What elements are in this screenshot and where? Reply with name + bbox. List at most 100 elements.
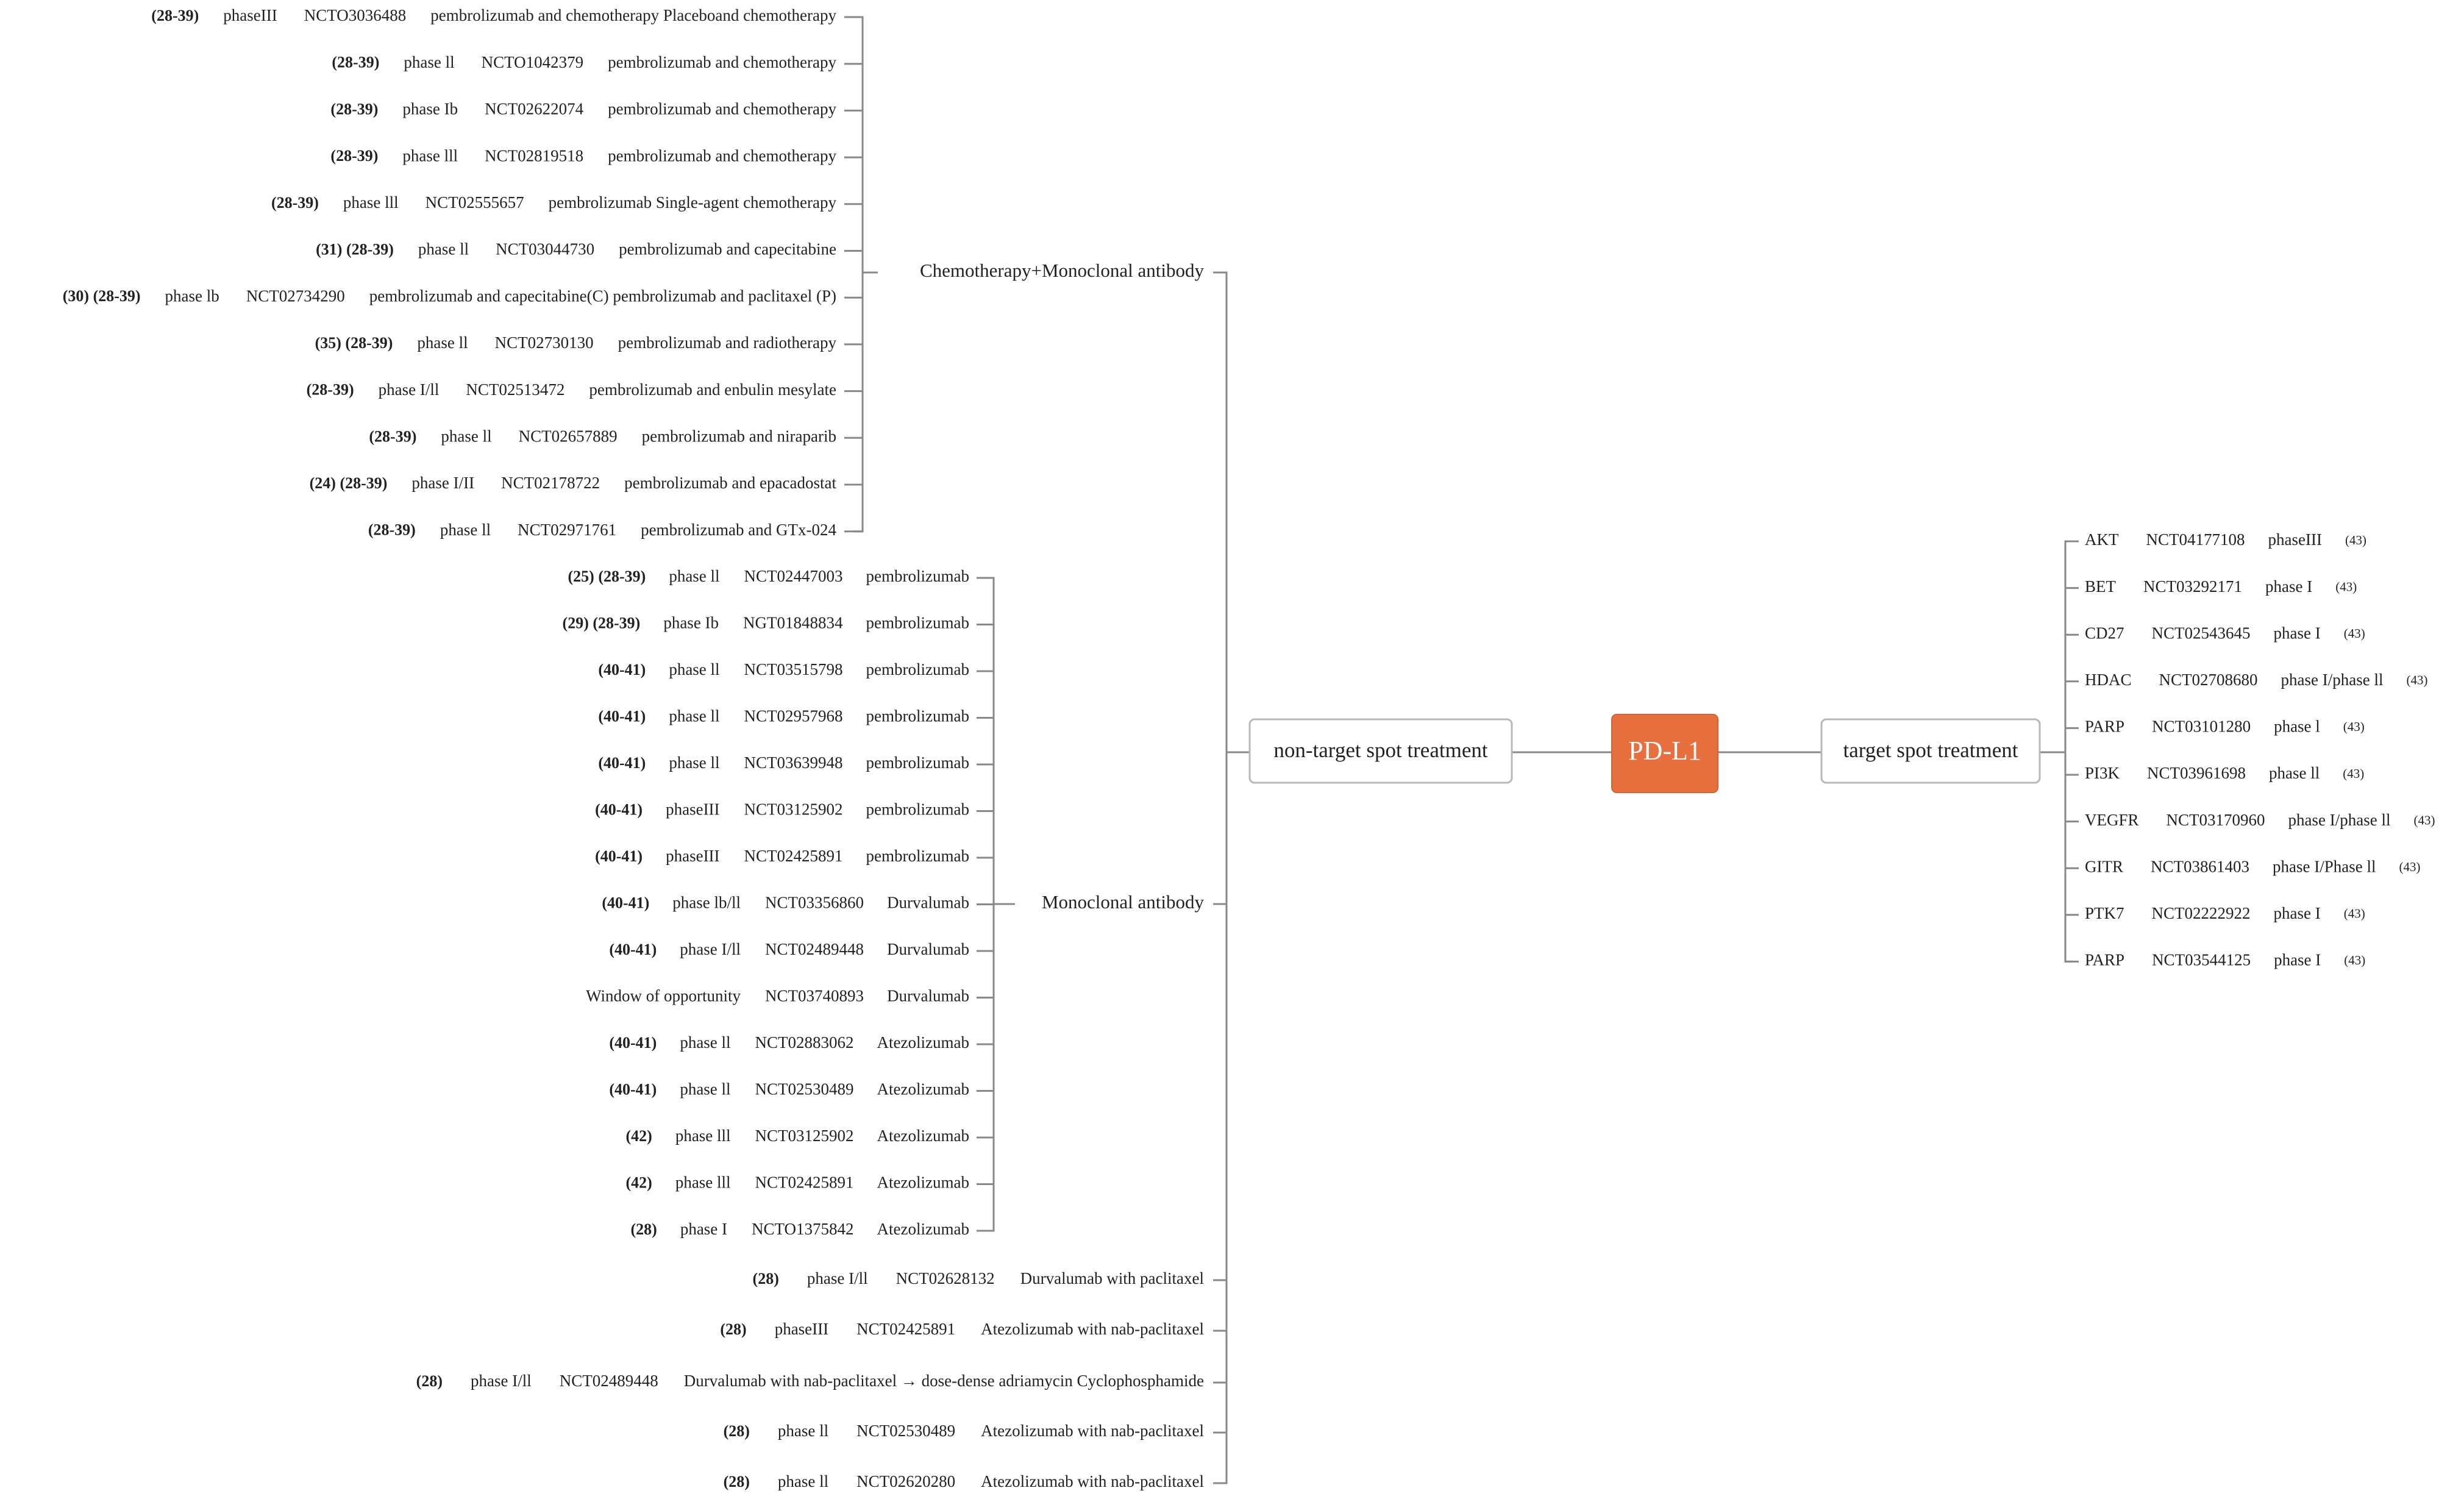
- direct-leaf-row[interactable]: Durvalumab with paclitaxelNCT02628132pha…: [753, 1269, 1204, 1287]
- leaf-phase: phaseIII: [666, 800, 719, 819]
- direct-leaf-row[interactable]: Atezolizumab with nab-paclitaxelNCT02530…: [724, 1422, 1204, 1440]
- leaf-ref: (25) (28-39): [568, 568, 646, 585]
- leaf-phase: phase Ib: [663, 614, 719, 632]
- chemo-leaf-row[interactable]: pembrolizumab and radiotherapyNCT0273013…: [315, 333, 837, 352]
- leaf-ref: (40-41): [598, 661, 646, 678]
- chemo-leaf-row[interactable]: pembrolizumab and GTx-024NCT02971761phas…: [368, 521, 837, 539]
- leaf-nct: NCT02530489: [856, 1422, 955, 1440]
- target-leaf-nct: NCT02543645: [2152, 624, 2251, 642]
- leaf-drug: pembrolizumab: [866, 660, 969, 678]
- leaf-phase: phase ll: [680, 1033, 730, 1052]
- leaf-drug: Durvalumab: [887, 987, 969, 1005]
- non-target-node[interactable]: non-target spot treatment: [1248, 718, 1513, 784]
- chemo-leaf-row[interactable]: pembrolizumab and chemotherapyNCTO104237…: [332, 53, 836, 71]
- leaf-nct: NCT03515798: [744, 660, 843, 678]
- target-leaf-phase: phase l: [2274, 717, 2320, 736]
- leaf-drug: pembrolizumab and epacadostat: [624, 474, 836, 492]
- leaf-phase: phase ll: [680, 1080, 730, 1098]
- branch-monoclonal[interactable]: Monoclonal antibody: [1042, 891, 1205, 913]
- direct-leaf-row[interactable]: Atezolizumab with nab-paclitaxelNCT02620…: [724, 1472, 1204, 1490]
- target-leaf-nct: NCT02222922: [2152, 904, 2251, 922]
- leaf-ref: (28-39): [332, 54, 379, 71]
- leaf-phase: phase ll: [669, 707, 719, 725]
- direct-leaf-row[interactable]: Atezolizumab with nab-paclitaxel NCT02425…: [720, 1320, 1204, 1338]
- leaf-ref: (40-41): [598, 707, 646, 725]
- chemo-leaf-row[interactable]: pembrolizumab and niraparibNCT02657889ph…: [369, 427, 836, 446]
- leaf-nct: NCT03044730: [496, 240, 594, 258]
- target-leaf-nct: NCT02708680: [2159, 671, 2258, 689]
- leaf-ref: (28-39): [368, 521, 416, 539]
- chemo-leaf-row[interactable]: pembrolizumab Single-agent chemotherapyN…: [271, 193, 837, 212]
- leaf-phase: phase lll: [675, 1173, 731, 1192]
- target-leaf-ref: (43): [2343, 719, 2365, 734]
- leaf-drug: pembrolizumab and niraparib: [642, 427, 836, 446]
- target-leaf-phase: phase I: [2265, 577, 2312, 596]
- branch-chemo-monoclonal[interactable]: Chemotherapy+Monoclonal antibody: [920, 260, 1205, 281]
- leaf-nct: NCT02425891: [856, 1320, 955, 1338]
- leaf-drug: Atezolizumab with nab-paclitaxel: [981, 1320, 1204, 1338]
- chemo-leaf-row[interactable]: pembrolizumab and epacadostatNCT02178722…: [310, 474, 837, 492]
- chemo-leaf-row[interactable]: pembrolizumab and chemotherapyNCT0262207…: [330, 100, 836, 118]
- target-leaf-phase: phase I: [2274, 624, 2321, 642]
- leaf-nct: NCT03639948: [744, 753, 843, 772]
- chemo-leaf-row[interactable]: pembrolizumab and enbulin mesylateNCT025…: [307, 380, 836, 399]
- leaf-phase: Window of opportunity: [586, 987, 741, 1005]
- leaf-ref: (28-39): [330, 100, 378, 118]
- leaf-phase: phase lll: [343, 193, 399, 212]
- leaf-drug: pembrolizumab: [866, 707, 969, 725]
- target-leaf-ref: (43): [2344, 626, 2365, 641]
- leaf-phase: phase I/ll: [680, 940, 741, 958]
- target-leaf-phase: phase I: [2274, 904, 2321, 922]
- chemo-leaf-row[interactable]: pembrolizumab and chemotherapy Placeboan…: [151, 6, 836, 24]
- target-leaf-nct: NCT03292171: [2143, 577, 2242, 596]
- monoclonal-leaf-row[interactable]: Durvalumab NCT03740893 Window of opportuni…: [586, 987, 969, 1005]
- leaf-drug: Atezolizumab: [877, 1033, 969, 1052]
- chemo-leaf-row[interactable]: pembrolizumab and capecitabineNCT0304473…: [316, 240, 836, 258]
- leaf-phase: phase I/ll: [379, 380, 440, 399]
- target-node[interactable]: target spot treatment: [1820, 718, 2041, 784]
- target-leaf-target: PARP: [2085, 951, 2124, 969]
- leaf-ref: (40-41): [609, 1034, 657, 1052]
- leaf-nct: NCT03740893: [765, 987, 864, 1005]
- root-node[interactable]: PD-L1: [1611, 714, 1718, 793]
- leaf-nct: NCT02447003: [744, 567, 843, 585]
- chemo-leaf-row[interactable]: pembrolizumab and chemotherapyNCT0281951…: [330, 146, 836, 165]
- leaf-ref: (28): [720, 1320, 746, 1338]
- leaf-ref: (28-39): [151, 7, 199, 24]
- leaf-ref: (28): [753, 1270, 779, 1287]
- leaf-phase: phase lb/ll: [672, 894, 741, 912]
- target-leaf-target: AKT: [2085, 530, 2119, 549]
- leaf-phase: phase lll: [675, 1127, 731, 1145]
- target-leaf-phase: phase I: [2274, 951, 2321, 969]
- leaf-ref: (40-41): [595, 847, 643, 865]
- leaf-nct: NCT02513472: [466, 380, 564, 399]
- chemo-leaf-row[interactable]: pembrolizumab and capecitabine(C) pembro…: [63, 287, 836, 305]
- leaf-nct: NCT02489448: [560, 1372, 658, 1390]
- target-leaf-ref: (43): [2344, 953, 2365, 967]
- direct-leaf-row[interactable]: Durvalumab with nab-paclitaxel → dose-de…: [416, 1372, 1204, 1390]
